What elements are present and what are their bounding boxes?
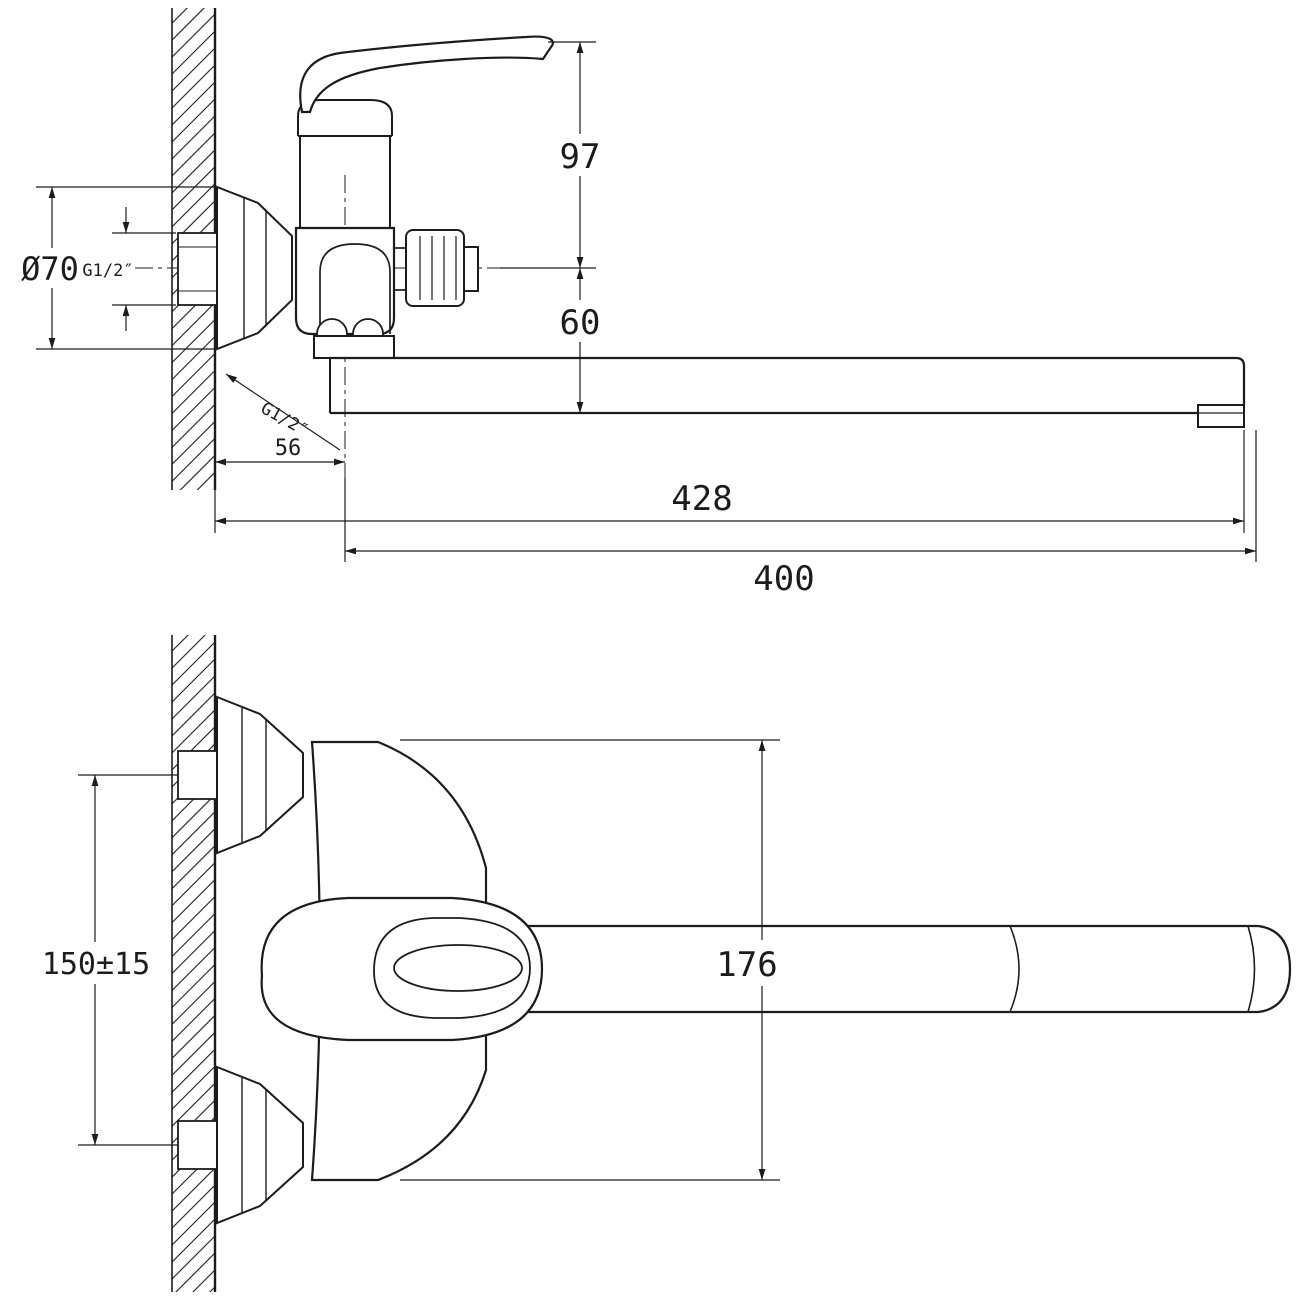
plan-inlet-pipe-bottom: [177, 1120, 218, 1170]
diverter-knob: [394, 229, 479, 307]
dim-flange-diameter: Ø70: [21, 250, 79, 288]
dim-axis-to-spout: 60: [560, 303, 601, 343]
plan-escutcheon-bottom: [216, 1065, 304, 1225]
dim-spout-length: 400: [753, 559, 814, 599]
spout-nut: [313, 335, 395, 359]
lever-handle: [299, 35, 554, 114]
plan-dimensions: 150±15 176: [26, 739, 784, 1181]
plan-spout: [486, 924, 1292, 1014]
plan-view: 150±15 176: [26, 635, 1292, 1292]
dim-inlet-spacing: 150±15: [42, 947, 150, 982]
mixer-body: [294, 135, 396, 336]
cartridge-cap: [297, 99, 393, 136]
plan-lever-outer: [260, 896, 544, 1042]
plan-wall-section: [171, 635, 217, 1292]
dim-handle-height: 97: [560, 137, 601, 177]
spout-side: [329, 356, 1246, 428]
dim-inlet-thread: G1/2″: [82, 261, 133, 281]
plan-escutcheon-top: [216, 695, 304, 855]
plan-lever-grip: [393, 944, 523, 992]
dim-overall-reach: 428: [671, 479, 732, 519]
plan-lever-inner: [373, 917, 531, 1019]
dim-outlet-thread: G1/2″: [257, 398, 311, 440]
wall-escutcheon: [216, 185, 293, 351]
dim-body-depth: 176: [716, 945, 777, 985]
plan-inlet-pipe-top: [177, 750, 218, 800]
inlet-pipe: [177, 232, 218, 306]
side-dimensions: 97 60 Ø70 G1/2″ G1/2″ 56 4: [12, 41, 1257, 599]
side-view: 97 60 Ø70 G1/2″ G1/2″ 56 4: [12, 8, 1257, 599]
dim-wall-to-axis: 56: [275, 436, 302, 461]
